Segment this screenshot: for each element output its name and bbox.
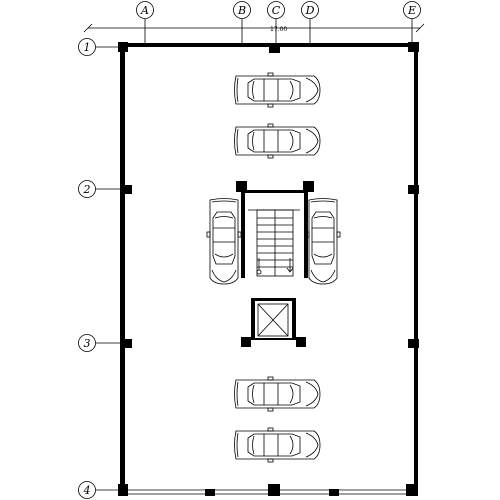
column-E2 [408, 185, 419, 194]
svg-text:3: 3 [84, 337, 91, 350]
stair-core [241, 190, 308, 278]
column-B2 [236, 181, 247, 192]
row-bubble-1: 1 [78, 38, 122, 56]
svg-text:D: D [305, 4, 315, 17]
column-E3 [408, 339, 419, 348]
top-dimension-line: 17.00 [83, 23, 425, 33]
outer-walls [120, 43, 418, 495]
column-bubble-A: A [136, 1, 154, 43]
row-bubble-3: 3 [78, 334, 122, 352]
column-B3 [241, 337, 251, 347]
parked-cars [207, 72, 340, 463]
stair-wall-top [241, 190, 308, 193]
column-A4 [118, 484, 128, 496]
column-B4 [205, 489, 215, 496]
svg-text:E: E [407, 4, 416, 17]
column-bubbles: A B C D E [136, 1, 421, 43]
elevator-shaft [248, 298, 299, 340]
row-bubble-2: 2 [78, 180, 122, 198]
column-D2 [303, 181, 314, 192]
car-4 [306, 199, 340, 285]
wall-left [120, 43, 125, 495]
column-E1 [408, 42, 419, 52]
car-5 [234, 376, 321, 412]
car-6 [234, 427, 321, 463]
column-A1 [118, 42, 128, 52]
column-bubble-C: C [267, 1, 285, 43]
column-C1 [269, 45, 280, 53]
wall-right [414, 43, 418, 495]
row-bubbles: 1 2 3 4 [78, 38, 122, 499]
stair-treads [248, 209, 300, 277]
row-bubble-4: 4 [78, 481, 122, 499]
column-bubble-E: E [403, 1, 421, 43]
column-D4 [329, 489, 339, 496]
svg-text:A: A [140, 4, 149, 17]
structural-columns [118, 42, 419, 496]
column-A2 [121, 185, 132, 194]
svg-text:1: 1 [84, 41, 91, 54]
svg-text:2: 2 [83, 183, 91, 196]
svg-text:B: B [237, 4, 246, 17]
column-D3 [296, 337, 306, 347]
column-bubble-D: D [301, 1, 319, 43]
dimension-label: 17.00 [270, 26, 287, 33]
svg-text:C: C [272, 4, 281, 17]
car-3 [207, 199, 241, 285]
column-A3 [121, 339, 132, 348]
column-C4 [268, 484, 280, 496]
stair-wall-left [241, 190, 245, 278]
stair-arrow [256, 258, 294, 275]
svg-text:4: 4 [83, 484, 91, 497]
column-bubble-B: B [233, 1, 251, 43]
car-2 [234, 123, 321, 159]
car-1 [234, 72, 321, 108]
column-E4 [406, 484, 418, 496]
